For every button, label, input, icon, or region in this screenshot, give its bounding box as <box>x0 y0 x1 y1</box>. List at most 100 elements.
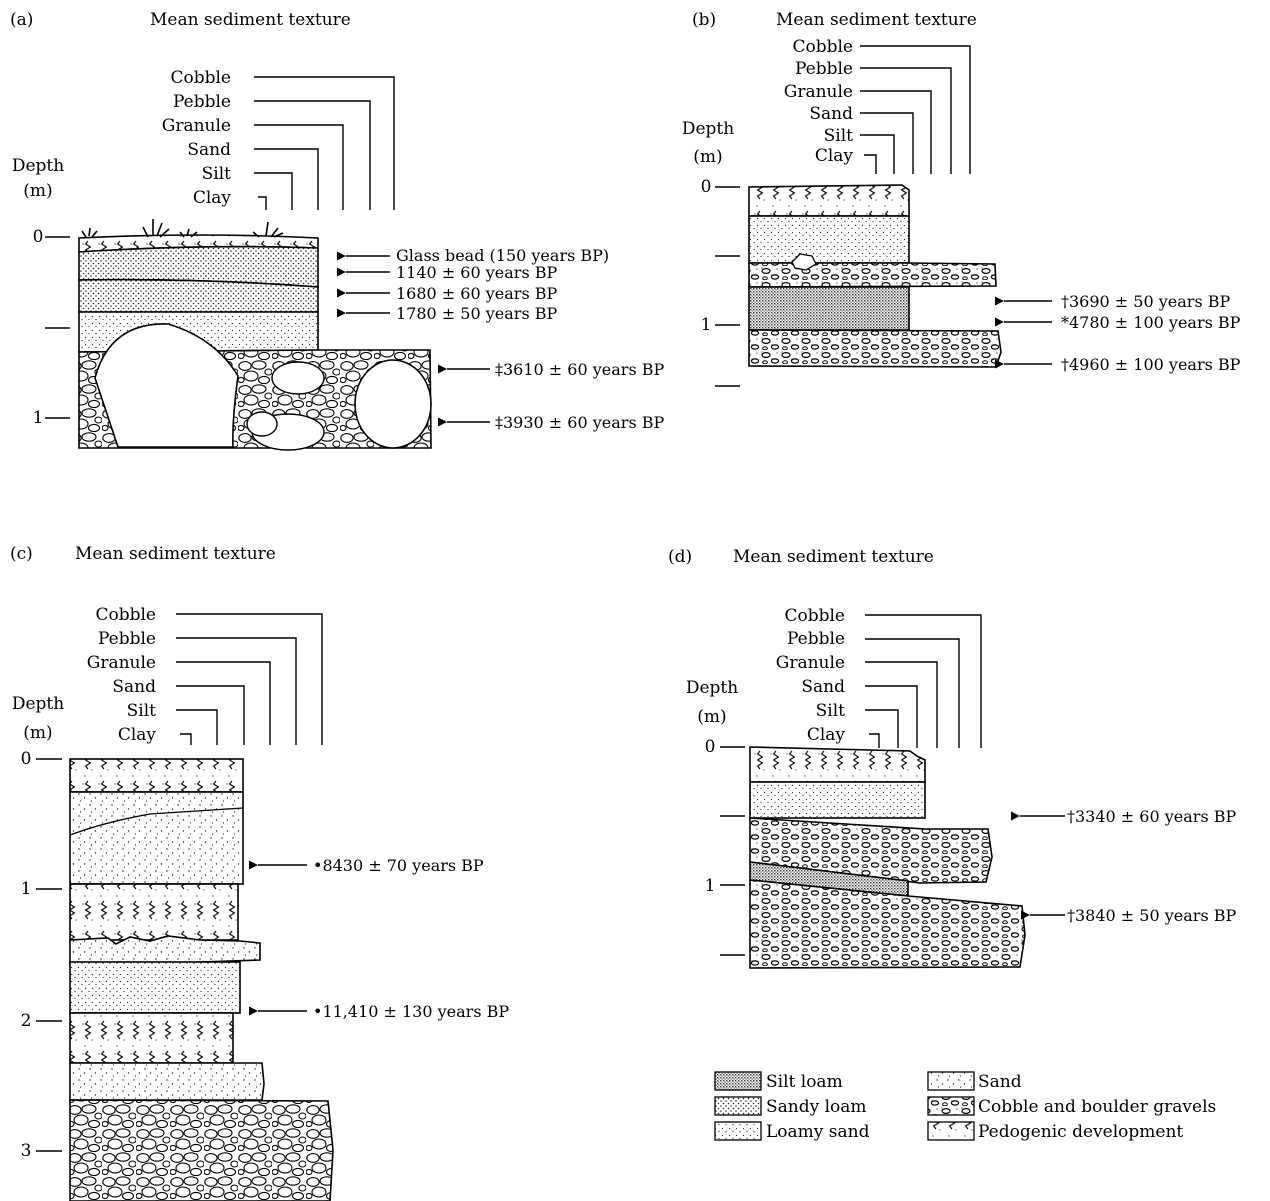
panel-header: Mean sediment texture <box>75 544 276 564</box>
depth-ticks <box>715 186 740 387</box>
sediment-layer-sand <box>69 791 244 885</box>
soil-layer-pedogenic <box>749 746 926 783</box>
lens-boundary <box>69 807 244 836</box>
texture-scale-lines <box>176 613 323 745</box>
stratigraphic-column <box>749 746 1026 969</box>
texture-label-cobble: Cobble <box>784 606 845 626</box>
depth-tick-1: 1 <box>21 879 32 899</box>
texture-label-granule: Granule <box>162 116 231 136</box>
panel-c: (c) Mean sediment texture Cobble Pebble … <box>10 544 509 1201</box>
vegetation <box>81 219 284 238</box>
texture-label-granule: Granule <box>87 653 156 673</box>
gravel-layer <box>749 879 1026 969</box>
date-label: †4960 ± 100 years BP <box>1061 355 1241 374</box>
date-label: †3840 ± 50 years BP <box>1067 906 1236 925</box>
date-label: †3690 ± 50 years BP <box>1061 292 1230 311</box>
date-label: 1680 ± 60 years BP <box>396 284 557 303</box>
date-label: •11,410 ± 130 years BP <box>313 1002 509 1021</box>
sediment-layer-loamy-sand <box>78 278 319 313</box>
texture-label-pebble: Pebble <box>98 629 156 649</box>
texture-label-clay: Clay <box>193 188 232 208</box>
depth-tick-0: 0 <box>21 749 32 769</box>
panel-label: (d) <box>668 547 692 567</box>
soil-layer-pedogenic <box>69 758 244 793</box>
legend-label-silt-loam: Silt loam <box>766 1072 843 1092</box>
texture-label-pebble: Pebble <box>173 92 231 112</box>
texture-label-cobble: Cobble <box>170 68 231 88</box>
depth-axis-unit: (m) <box>23 181 52 201</box>
boulder <box>94 323 239 448</box>
depth-axis-label: Depth <box>686 678 738 698</box>
panel-d: (d) Mean sediment texture Cobble Pebble … <box>668 547 1236 969</box>
sediment-layer-loamy-sand <box>748 215 910 264</box>
stratigraphic-column <box>78 219 432 451</box>
panel-b: (b) Mean sediment texture Cobble Pebble … <box>682 10 1241 387</box>
texture-scale-lines <box>254 76 395 210</box>
depth-tick-1: 1 <box>705 876 716 896</box>
date-label: ‡3610 ± 60 years BP <box>495 360 664 379</box>
texture-label-silt: Silt <box>824 126 854 146</box>
depth-axis-unit: (m) <box>697 707 726 727</box>
texture-label-sand: Sand <box>809 104 853 124</box>
depth-axis-label: Depth <box>12 694 64 714</box>
texture-label-sand: Sand <box>801 677 845 697</box>
stratigraphic-column <box>69 758 334 1201</box>
date-label: •8430 ± 70 years BP <box>313 856 484 875</box>
depth-ticks <box>720 746 745 956</box>
depth-tick-2: 2 <box>21 1011 32 1031</box>
legend-swatch-loamy-sand <box>714 1121 762 1141</box>
legend-swatch-cobble-boulder-gravels <box>927 1096 975 1116</box>
legend-label-loamy-sand: Loamy sand <box>766 1122 870 1142</box>
date-arrows <box>337 251 490 427</box>
depth-axis-unit: (m) <box>693 147 722 167</box>
gravel-layer-cobble-boulder <box>69 1099 334 1201</box>
texture-label-pebble: Pebble <box>787 629 845 649</box>
date-label: †3340 ± 60 years BP <box>1067 807 1236 826</box>
depth-tick-3: 3 <box>21 1141 32 1161</box>
texture-label-pebble: Pebble <box>795 59 853 79</box>
texture-label-cobble: Cobble <box>95 605 156 625</box>
legend-swatch-sandy-loam <box>714 1096 762 1116</box>
texture-scale-lines <box>860 45 971 174</box>
depth-axis-label: Depth <box>12 156 64 176</box>
gravel-layer <box>748 329 1002 368</box>
legend: Silt loam Sandy loam Loamy sand Sand Cob… <box>714 1071 1216 1142</box>
depth-tick-0: 0 <box>701 177 712 197</box>
gravel-layer <box>748 262 997 288</box>
legend-swatch-sand <box>927 1071 975 1091</box>
depth-ticks <box>45 236 70 419</box>
soil-layer-pedogenic <box>748 184 910 217</box>
texture-label-silt: Silt <box>816 701 846 721</box>
panel-header: Mean sediment texture <box>776 10 977 30</box>
texture-label-sand: Sand <box>187 140 231 160</box>
date-label: Glass bead (150 years BP) <box>396 246 609 265</box>
panel-a: (a) Mean sediment texture Cobble Pebble … <box>10 10 664 451</box>
depth-tick-1: 1 <box>701 315 712 335</box>
texture-label-granule: Granule <box>784 82 853 102</box>
depth-tick-0: 0 <box>705 737 716 757</box>
sediment-layer-loamy-sand <box>749 781 926 819</box>
cobble <box>791 253 817 271</box>
texture-label-clay: Clay <box>807 725 846 745</box>
texture-label-clay: Clay <box>118 725 157 745</box>
texture-label-silt: Silt <box>127 701 157 721</box>
date-label: 1780 ± 50 years BP <box>396 304 557 323</box>
cobble <box>271 361 325 395</box>
cobble <box>246 411 278 437</box>
legend-swatch-pedogenic-development <box>927 1121 975 1141</box>
texture-label-cobble: Cobble <box>792 37 853 57</box>
panel-label: (c) <box>10 544 33 564</box>
sediment-layer-sand <box>69 1062 265 1101</box>
depth-tick-0: 0 <box>33 227 44 247</box>
date-arrows <box>995 296 1052 369</box>
date-arrows <box>249 860 307 1016</box>
soil-layer-pedogenic <box>69 883 239 941</box>
texture-scale-lines <box>865 614 982 748</box>
depth-tick-1: 1 <box>33 408 44 428</box>
texture-label-silt: Silt <box>202 164 232 184</box>
date-arrows <box>1011 811 1065 920</box>
stratigraphic-column <box>748 184 1002 368</box>
depth-axis-unit: (m) <box>23 723 52 743</box>
legend-label-pedogenic-development: Pedogenic development <box>978 1122 1183 1142</box>
